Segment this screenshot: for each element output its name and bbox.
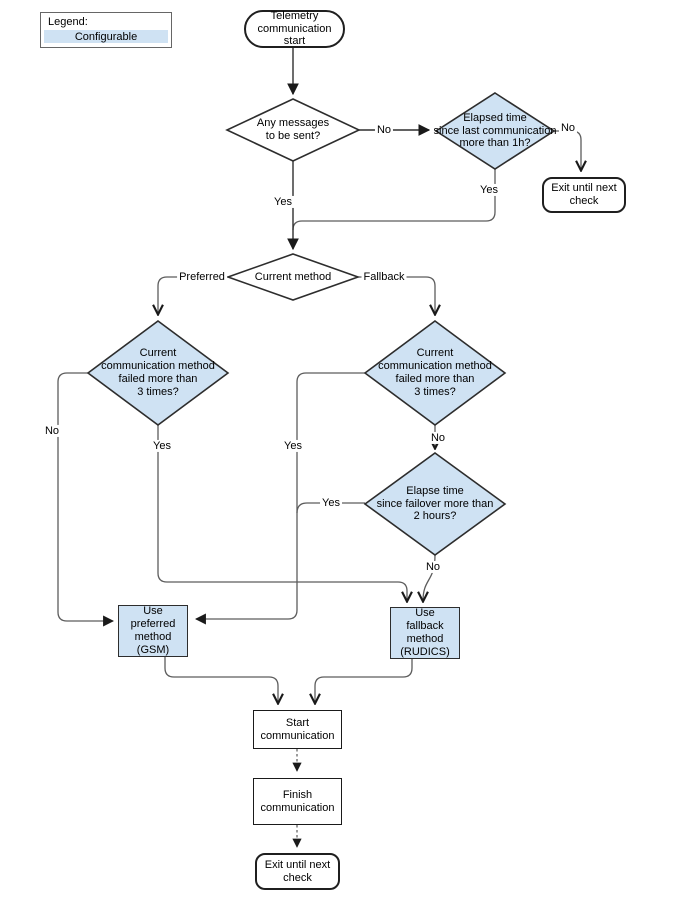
node-finish-communication-label: Finish communication <box>260 788 335 814</box>
decision-any-messages-shape <box>225 98 361 162</box>
node-finish-communication: Finish communication <box>253 778 342 825</box>
edge-label-any-no: No <box>374 123 394 137</box>
edge-label-preferred: Preferred <box>177 270 227 284</box>
edge-current-preferred <box>158 276 228 314</box>
edge-label-failover-yes: Yes <box>320 496 342 510</box>
node-start-communication-label: Start communication <box>260 716 335 742</box>
node-start: Telemetry communication start <box>244 10 345 48</box>
edge-label-elapsed-yes: Yes <box>478 183 500 197</box>
edge-label-failover-no: No <box>423 560 443 574</box>
node-start-communication: Start communication <box>253 710 342 749</box>
edge-label-fallback-failed-no: No <box>428 431 448 445</box>
node-exit-top: Exit until next check <box>542 177 626 213</box>
legend-title: Legend: <box>48 16 88 28</box>
legend-configurable-swatch: Configurable <box>44 30 168 43</box>
edge-fallback-failed-yes <box>194 372 365 625</box>
edge-label-elapsed-no: No <box>558 121 578 135</box>
node-use-preferred-label: Use preferred method (GSM) <box>130 605 176 656</box>
node-use-preferred: Use preferred method (GSM) <box>118 605 188 657</box>
edge-current-fallback <box>358 276 435 314</box>
edge-elapsed-yes-merge <box>292 169 496 231</box>
edge-gsm-to-start-comm <box>164 657 278 703</box>
decision-preferred-failed-shape <box>86 320 230 426</box>
edge-label-preferred-failed-yes: Yes <box>151 439 173 453</box>
edge-preferred-failed-no <box>57 372 115 627</box>
node-exit-top-label: Exit until next check <box>551 182 617 207</box>
decision-current-method-shape <box>225 253 361 301</box>
legend: Legend: Configurable <box>40 12 172 48</box>
node-exit-bottom-label: Exit until next check <box>264 858 331 884</box>
edge-elapsed-no-to-exit <box>554 130 581 170</box>
edge-rudics-to-start-comm <box>315 659 413 703</box>
edge-label-preferred-failed-no: No <box>42 424 62 438</box>
edge-label-fallback: Fallback <box>361 270 407 284</box>
node-use-fallback-label: Use fallback method (RUDICS) <box>400 607 450 658</box>
edge-failover-no <box>423 554 436 601</box>
edge-label-any-yes: Yes <box>272 195 294 209</box>
edge-preferred-failed-yes <box>157 425 407 601</box>
edge-label-fallback-failed-yes: Yes <box>282 439 304 453</box>
node-exit-bottom: Exit until next check <box>255 853 340 890</box>
node-start-label: Telemetry communication start <box>257 9 332 48</box>
decision-fallback-failed-shape <box>363 320 507 426</box>
decision-elapse-failover-shape <box>363 452 507 556</box>
decision-elapsed-since-last-shape <box>434 92 556 170</box>
edge-failover-yes-merge <box>296 502 365 514</box>
node-use-fallback: Use fallback method (RUDICS) <box>390 607 460 659</box>
